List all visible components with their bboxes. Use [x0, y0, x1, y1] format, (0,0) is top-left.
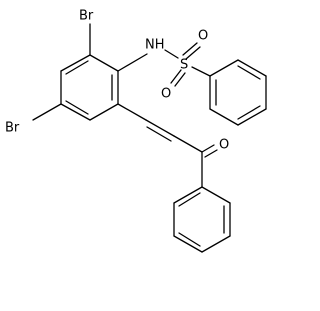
alkene-bond-2 — [146, 126, 172, 142]
sulfonyl-oxygen-upper-label: O — [198, 29, 208, 44]
ketone-oxygen-label: O — [219, 138, 229, 153]
s-o-upper-bond-1 — [182, 42, 198, 56]
carbonyl-o-bond-1 — [201, 144, 215, 153]
carbonyl-o-bond-2 — [204, 149, 218, 158]
ring-b-inner-2 — [237, 105, 261, 120]
ring-b-bond-5 — [209, 108, 239, 126]
alkene-carbonyl-bond — [173, 135, 203, 153]
s-o-lower-bond-1 — [170, 69, 182, 84]
ring-c-bond-1 — [173, 186, 203, 204]
br-left-bond — [32, 103, 62, 121]
ring-b-inner-1 — [237, 65, 261, 80]
s-o-lower-bond-2 — [174, 72, 186, 87]
vinyl-ring-bond — [117, 103, 147, 121]
structure-canvas: Br Br NH S O O O — [5, 8, 267, 253]
n-s-bond — [164, 49, 179, 59]
ring-a-bond-6 — [89, 54, 119, 72]
bromine-left-label: Br — [5, 121, 20, 136]
n-ring-bond — [117, 53, 148, 72]
bromine-top-label: Br — [79, 9, 94, 24]
ring-c-bond-6 — [201, 186, 231, 204]
chemical-structure-diagram: Br Br NH S O O O — [5, 9, 267, 253]
s-phenyl-bond — [191, 66, 211, 77]
ring-b-bond-4 — [237, 108, 267, 126]
ring-a-bond-2 — [89, 103, 119, 121]
alkene-bond-1 — [145, 119, 175, 137]
ring-b-bond-2 — [237, 59, 267, 77]
ring-a-bond-5 — [60, 54, 91, 72]
dibromophenyl-ring — [60, 54, 119, 121]
nitrogen-label: NH — [145, 38, 165, 53]
sulfonyl-oxygen-lower-label: O — [161, 87, 171, 102]
ring-a-bond-3 — [60, 103, 91, 121]
ring-b-bond-1 — [209, 59, 239, 77]
ring-c-inner-2 — [178, 232, 201, 247]
ring-c-bond-3 — [173, 235, 203, 253]
ring-c-bond-4 — [201, 235, 231, 253]
sulfur-label: S — [180, 58, 188, 73]
phenylsulfonyl-ring — [209, 59, 267, 126]
ring-c-inner-1 — [178, 192, 201, 207]
ring-a-inner-3 — [65, 60, 89, 75]
s-o-upper-bond-2 — [185, 46, 201, 60]
ring-a-inner-2 — [65, 100, 89, 115]
benzoyl-ring — [173, 186, 231, 253]
